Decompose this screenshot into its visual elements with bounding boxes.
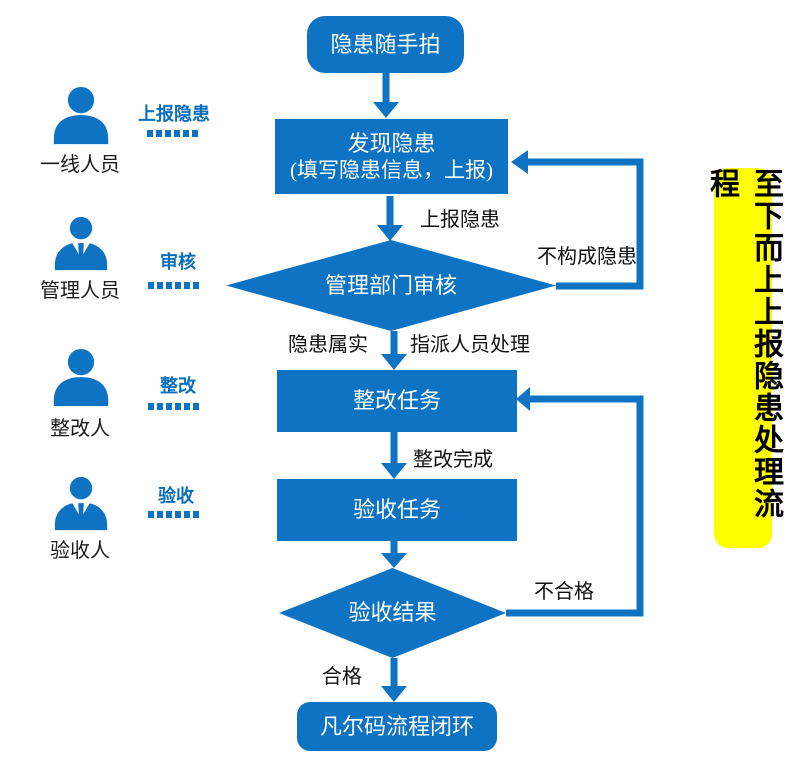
manager-icon [54, 216, 108, 271]
role-name-rectifier: 整改人 [50, 418, 110, 440]
edge-label-fail: 不合格 [534, 581, 594, 603]
arrowhead-find-to-review [377, 225, 403, 241]
node-rectify-task: 整改任务 [277, 370, 517, 432]
person-icon [53, 348, 109, 407]
arrowhead-result-to-end [381, 686, 407, 702]
process-title-banner: 至下而上上报隐患处理流程 [705, 168, 782, 548]
role-name-manager: 管理人员 [40, 280, 120, 302]
loop-fail [506, 395, 644, 617]
dotted-link-frontline [147, 130, 198, 137]
role-action-manager: 审核 [160, 252, 196, 272]
arrowhead-review-to-rectify [381, 354, 407, 370]
node-result-label: 验收结果 [348, 600, 437, 626]
role-action-frontline: 上报隐患 [138, 104, 210, 124]
node-find-line2: (填写隐患信息，上报) [290, 158, 493, 183]
role-action-rectifier: 整改 [160, 376, 196, 396]
node-end: 凡尔码流程闭环 [297, 702, 497, 751]
edge-label-rectify-done: 整改完成 [413, 449, 493, 471]
arrowhead-loop-fail [516, 387, 530, 411]
dotted-link-acceptor [148, 511, 199, 518]
role-name-acceptor: 验收人 [50, 540, 110, 562]
edge-label-not-hazard: 不构成隐患 [537, 246, 637, 268]
loop-not-hazard [528, 158, 644, 290]
node-start-label: 隐患随手拍 [330, 31, 441, 57]
dotted-link-rectifier [148, 403, 199, 410]
edge-label-assign: 指派人员处理 [410, 334, 530, 356]
role-action-acceptor: 验收 [158, 486, 194, 506]
node-accept-label: 验收任务 [352, 497, 441, 523]
edge-label-pass: 合格 [322, 666, 362, 688]
edge-label-hazard-true: 隐患属实 [288, 334, 368, 356]
node-find-hazard: 发现隐患 (填写隐患信息，上报) [275, 119, 508, 194]
manager-icon [54, 476, 108, 531]
arrowhead-loop-not-hazard [511, 150, 528, 174]
node-end-label: 凡尔码流程闭环 [319, 713, 474, 739]
node-rectify-label: 整改任务 [352, 388, 441, 414]
arrowhead-rectify-to-accept [381, 463, 407, 479]
node-review-label: 管理部门审核 [324, 272, 457, 298]
node-accept-task: 验收任务 [277, 479, 517, 541]
node-start: 隐患随手拍 [307, 16, 464, 73]
arrowhead-accept-to-result [381, 553, 407, 568]
dotted-link-manager [148, 282, 199, 289]
node-find-line1: 发现隐患 [347, 130, 436, 156]
edge-label-report: 上报隐患 [420, 209, 500, 231]
arrowhead-start-to-find [373, 102, 399, 118]
person-icon [53, 86, 109, 145]
role-name-frontline: 一线人员 [40, 154, 120, 176]
